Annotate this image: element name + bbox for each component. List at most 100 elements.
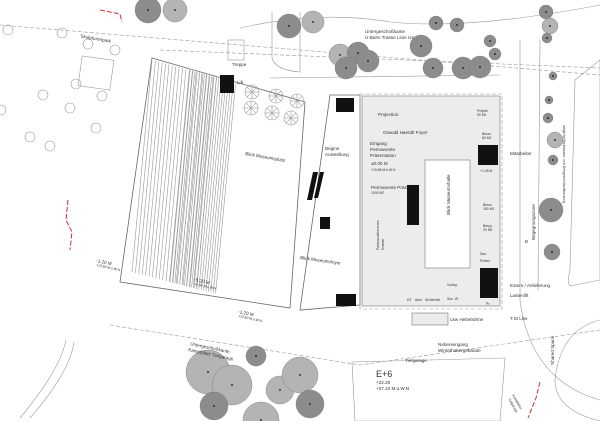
label-office: Büros [483,203,492,207]
label-level-center: -5.20 M [194,277,210,285]
core-block-5 [336,294,356,306]
label-tower-height: +22.20 [376,380,391,385]
seating-step [181,73,203,286]
label-level-east: +1.35 M [480,169,493,173]
seating-step [172,70,193,283]
label-tower: E+6 [376,369,392,379]
label-shared-space: Shared Space [550,335,555,365]
label-porter: Portier [480,259,491,263]
label-ubahn-edge-2: U-Bahn Trasse Linie U4 [365,35,414,40]
seating-step [175,71,197,284]
label-truck-stop: T.St Lkw [510,316,528,321]
tree-trunk-icon [207,371,209,373]
umbrella-rib [246,86,258,98]
seating-step [210,81,232,293]
seating-step [208,81,229,292]
seating-step [188,75,210,287]
ubahn-line-2 [159,49,600,69]
sculpture-circle [2,24,14,36]
label-permanent-area: 1000 M2 [371,191,384,195]
seating-step [138,61,160,274]
lift-block [220,75,234,93]
sculpture-circles [0,24,121,152]
label-lift-room: Aufz. [415,298,423,302]
tree-trunk-icon [432,67,434,69]
tree-trunk-icon [231,384,233,386]
boundary-red-3 [527,381,541,419]
label-start-2: Ausstellung [325,152,349,157]
label-side-entrance-2: Winterhaltergebäude [438,348,481,353]
tree-trunk-icon [546,37,548,39]
building-dashed-edge [359,93,503,310]
sculpture-circle [56,27,68,39]
tree-trunk-icon [147,9,149,11]
label-extension: mögliche Bauklassen- und Dreigeschoßaufs… [562,125,566,203]
tree-trunk-icon [462,67,464,69]
label-level-south-abs: +13.50 M.ü.W.N [238,314,263,323]
label-view-foyer: Blick Museumsfoyer [300,255,342,266]
building-east [568,59,600,287]
seating-step [189,75,211,288]
tree-trunk-icon [357,52,359,54]
label-level-west-abs: +13.50 M.ü.W.N [96,263,121,272]
label-garage-se-2: Tiefgarage [507,398,519,414]
label-pr: Pr. [486,302,490,306]
boundary-red-2 [65,199,73,251]
label-truck-lift: Lkw Hebebühne [450,317,484,322]
seating-step [191,76,212,288]
seating-step [193,76,215,289]
tree-trunk-icon [552,159,554,161]
boundary-red-1 [99,9,123,23]
tree-trunk-icon [547,117,549,119]
label-entrance-level-abs: +15.85 M.ü.W.N [371,168,396,172]
label-sculpture-park: Skulpturenpark [80,33,112,43]
label-sez: Sez. W. [447,297,459,301]
seating-step [176,72,198,284]
label-encounter-zone: Begegnungszone [531,204,536,240]
label-entrance-1: Eingang [370,141,387,146]
seating-step [196,77,217,289]
sculpture-circle [70,78,82,90]
seating-step [158,67,180,280]
tree-trunk-icon [456,24,458,26]
tree-trunk-icon [255,355,257,357]
core-block-3 [478,145,498,165]
tree-trunk-icon [548,99,550,101]
label-freight-lift: Lastenlift [510,293,529,298]
tree-trunk-icon [545,11,547,13]
umbrella-rib [270,90,282,102]
label-sanitary: San. [480,252,487,256]
label-lecture: Vorleg. [447,283,458,287]
tree-trunk-icon [345,67,347,69]
sculpture-circle [82,38,94,50]
label-tower-abs: +37.10 M.ü.W.N [376,386,409,391]
museum-hall-void [424,159,471,269]
label-foyer: Oswald Haerdtl Foyer [383,130,428,135]
seating-step [148,64,170,277]
umbrella-cluster [243,84,305,126]
tree-icon [162,0,188,23]
seating-step [155,66,177,279]
label-office-top-area: 60 M2 [482,136,492,140]
stair-box [227,39,245,61]
museumsplatz-outline [119,57,306,309]
label-view-museumsplatz: Blick Museumsplatz [245,151,287,163]
label-meeting-area: 20 M2 [483,228,493,232]
tree-trunk-icon [552,75,554,77]
seating-step [145,63,166,276]
label-lift: Lift [237,80,244,85]
label-delivery: Extern / Anlieferung [510,283,551,288]
label-ht: HT [407,298,412,302]
label-party-2: Zimmer [381,238,385,250]
foyer-wedge [299,94,361,311]
sculpture-square [77,55,115,91]
core-block-1 [336,98,354,112]
tree-trunk-icon [489,40,491,42]
tree-trunk-icon [435,22,437,24]
label-project: Projekt [477,109,488,113]
core-block-4 [480,268,498,298]
label-stairs: Treppe [232,62,247,67]
label-office-top: Büros [482,132,491,136]
sculpture-circle [44,140,56,152]
